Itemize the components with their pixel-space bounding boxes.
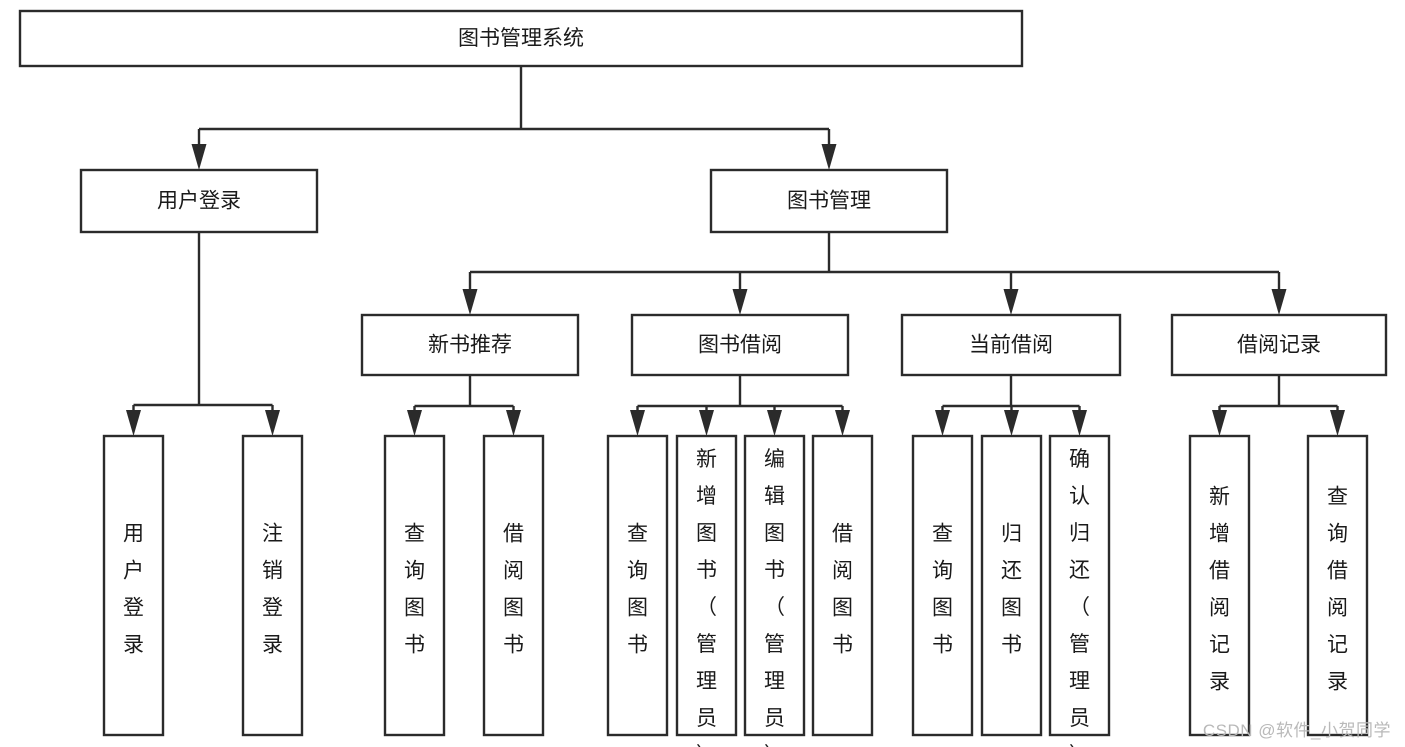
node-book-borrow[interactable]: 图书借阅 bbox=[630, 313, 850, 377]
node-box-leaf-query-book[interactable] bbox=[606, 434, 669, 737]
node-leaf-add-record[interactable]: 新增借阅记录 bbox=[1188, 434, 1251, 737]
node-layer: 图书管理系统用户登录图书管理新书推荐图书借阅当前借阅借阅记录用户登录注销登录查询… bbox=[18, 9, 1388, 747]
node-label-leaf-add-book: 新增图书（管理员） bbox=[696, 448, 717, 747]
arrow-head-icon bbox=[699, 410, 714, 436]
node-leaf-confirm-return[interactable]: 确认归还（管理员） bbox=[1048, 434, 1111, 747]
arrow-head-icon bbox=[506, 410, 521, 436]
node-label-root: 图书管理系统 bbox=[458, 27, 584, 50]
node-label-leaf-query-record: 查询借阅记录 bbox=[1327, 485, 1348, 693]
arrow-head-icon bbox=[1004, 410, 1019, 436]
node-book-manage[interactable]: 图书管理 bbox=[709, 168, 949, 234]
arrow-head-icon bbox=[265, 410, 280, 436]
node-label-new-book-recommend: 新书推荐 bbox=[428, 334, 512, 357]
node-label-leaf-confirm-return: 确认归还（管理员） bbox=[1069, 448, 1090, 747]
node-box-user-login[interactable] bbox=[79, 168, 319, 234]
node-box-borrow-record[interactable] bbox=[1170, 313, 1388, 377]
node-current-borrow[interactable]: 当前借阅 bbox=[900, 313, 1122, 377]
arrow-head-icon bbox=[821, 144, 837, 170]
node-label-current-borrow: 当前借阅 bbox=[969, 334, 1053, 357]
node-label-leaf-query-book-new: 查询图书 bbox=[404, 522, 425, 656]
node-box-leaf-user-login[interactable] bbox=[102, 434, 165, 737]
node-label-book-borrow: 图书借阅 bbox=[698, 334, 782, 357]
node-box-leaf-borrow-book-new[interactable] bbox=[482, 434, 545, 737]
node-box-leaf-logout[interactable] bbox=[241, 434, 304, 737]
arrow-head-icon bbox=[1271, 289, 1287, 315]
node-box-current-borrow[interactable] bbox=[900, 313, 1122, 377]
node-new-book-recommend[interactable]: 新书推荐 bbox=[360, 313, 580, 377]
node-label-user-login: 用户登录 bbox=[157, 190, 241, 213]
node-label-leaf-query-book-current: 查询图书 bbox=[932, 522, 953, 656]
node-leaf-logout[interactable]: 注销登录 bbox=[241, 434, 304, 737]
node-box-leaf-edit-book[interactable] bbox=[743, 434, 806, 737]
arrow-head-icon bbox=[935, 410, 950, 436]
connector-group-new-book-recommend bbox=[407, 375, 521, 436]
arrow-head-icon bbox=[732, 289, 748, 315]
node-leaf-user-login[interactable]: 用户登录 bbox=[102, 434, 165, 737]
connector-group-user-login bbox=[126, 232, 280, 436]
node-borrow-record[interactable]: 借阅记录 bbox=[1170, 313, 1388, 377]
arrow-head-icon bbox=[630, 410, 645, 436]
node-box-leaf-query-record[interactable] bbox=[1306, 434, 1369, 737]
node-leaf-edit-book[interactable]: 编辑图书（管理员） bbox=[743, 434, 806, 747]
node-leaf-return-book[interactable]: 归还图书 bbox=[980, 434, 1043, 737]
node-box-book-manage[interactable] bbox=[709, 168, 949, 234]
arrow-head-icon bbox=[1003, 289, 1019, 315]
node-box-root[interactable] bbox=[18, 9, 1024, 68]
arrow-head-icon bbox=[126, 410, 141, 436]
node-box-leaf-add-book[interactable] bbox=[675, 434, 738, 737]
arrow-head-icon bbox=[1072, 410, 1087, 436]
node-leaf-query-book[interactable]: 查询图书 bbox=[606, 434, 669, 737]
node-leaf-borrow-book[interactable]: 借阅图书 bbox=[811, 434, 874, 737]
node-label-leaf-return-book: 归还图书 bbox=[1001, 522, 1022, 656]
node-label-borrow-record: 借阅记录 bbox=[1237, 334, 1321, 357]
node-label-leaf-query-book: 查询图书 bbox=[627, 522, 648, 656]
node-label-leaf-edit-book: 编辑图书（管理员） bbox=[764, 448, 785, 747]
arrow-head-icon bbox=[1330, 410, 1345, 436]
connector-group-root bbox=[191, 66, 837, 170]
arrow-head-icon bbox=[835, 410, 850, 436]
node-leaf-query-record[interactable]: 查询借阅记录 bbox=[1306, 434, 1369, 737]
connector-group-book-manage bbox=[462, 232, 1287, 315]
node-leaf-query-book-new[interactable]: 查询图书 bbox=[383, 434, 446, 737]
node-box-leaf-query-book-new[interactable] bbox=[383, 434, 446, 737]
node-box-new-book-recommend[interactable] bbox=[360, 313, 580, 377]
node-leaf-add-book[interactable]: 新增图书（管理员） bbox=[675, 434, 738, 747]
connector-group-current-borrow bbox=[935, 375, 1087, 436]
arrow-head-icon bbox=[767, 410, 782, 436]
arrow-head-icon bbox=[462, 289, 478, 315]
node-label-book-manage: 图书管理 bbox=[787, 190, 871, 213]
node-box-leaf-borrow-book[interactable] bbox=[811, 434, 874, 737]
node-box-book-borrow[interactable] bbox=[630, 313, 850, 377]
node-user-login[interactable]: 用户登录 bbox=[79, 168, 319, 234]
node-leaf-query-book-current[interactable]: 查询图书 bbox=[911, 434, 974, 737]
connector-group-borrow-record bbox=[1212, 375, 1345, 436]
node-box-leaf-add-record[interactable] bbox=[1188, 434, 1251, 737]
csdn-watermark: CSDN @软件_小贺同学 bbox=[1202, 721, 1391, 740]
node-label-leaf-borrow-book-new: 借阅图书 bbox=[503, 522, 524, 656]
node-box-leaf-query-book-current[interactable] bbox=[911, 434, 974, 737]
arrow-head-icon bbox=[1212, 410, 1227, 436]
node-label-leaf-user-login: 用户登录 bbox=[123, 522, 144, 656]
arrow-head-icon bbox=[407, 410, 422, 436]
node-label-leaf-borrow-book: 借阅图书 bbox=[832, 522, 853, 656]
arrow-head-icon bbox=[191, 144, 207, 170]
node-box-leaf-return-book[interactable] bbox=[980, 434, 1043, 737]
node-box-leaf-confirm-return[interactable] bbox=[1048, 434, 1111, 737]
node-root[interactable]: 图书管理系统 bbox=[18, 9, 1024, 68]
node-leaf-borrow-book-new[interactable]: 借阅图书 bbox=[482, 434, 545, 737]
connector-group-book-borrow bbox=[630, 375, 850, 436]
node-label-leaf-add-record: 新增借阅记录 bbox=[1209, 485, 1230, 693]
connector-layer bbox=[126, 66, 1345, 436]
node-label-leaf-logout: 注销登录 bbox=[262, 522, 283, 656]
